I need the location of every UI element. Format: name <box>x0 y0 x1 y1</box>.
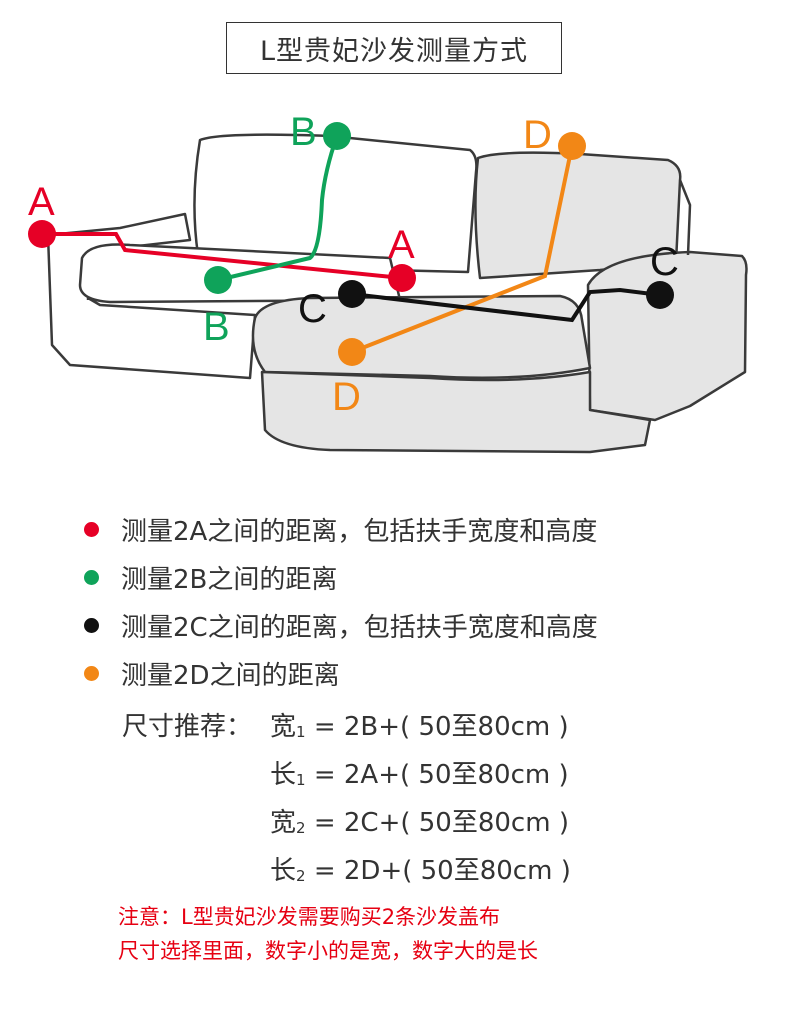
red-dot-icon <box>84 521 99 537</box>
size-row: 长1 = 2A+( 50至80cm ) <box>122 748 571 796</box>
orange-dot-icon <box>84 665 99 681</box>
sofa-chaise-back <box>474 151 682 280</box>
marker-b-top <box>323 122 351 150</box>
size-name: 宽 <box>270 807 297 838</box>
label-d-bottom: D <box>332 375 361 419</box>
measurement-legend: 测量2A之间的距离，包括扶手宽度和高度 测量2B之间的距离 测量2C之间的距离，… <box>84 505 598 697</box>
page-title: L型贵妃沙发测量方式 <box>226 22 562 74</box>
marker-c-right <box>646 281 674 309</box>
label-c-right: C <box>650 240 679 284</box>
sofa-measurement-illustration: A A B B C C D D <box>28 110 748 454</box>
size-label: 尺寸推荐： <box>122 711 253 742</box>
size-row: 长2 = 2D+( 50至80cm ) <box>122 844 571 892</box>
line-b <box>217 135 339 282</box>
size-sub: 2 <box>296 818 306 837</box>
green-dot-icon <box>84 569 99 585</box>
black-dot-icon <box>84 617 99 633</box>
label-b-bottom: B <box>203 305 230 349</box>
sofa-left-back-cushion <box>193 133 478 274</box>
marker-c-left <box>338 280 366 308</box>
line-c <box>351 287 661 323</box>
size-sub: 2 <box>296 866 306 885</box>
note: 注意：L型贵妃沙发需要购买2条沙发盖布 尺寸选择里面，数字小的是宽，数字大的是长 <box>118 900 538 968</box>
legend-text: 测量2C之间的距离，包括扶手宽度和高度 <box>121 612 598 643</box>
note-line-1: 注意：L型贵妃沙发需要购买2条沙发盖布 <box>118 905 501 929</box>
size-formula: = 2B+( 50至80cm ) <box>305 711 569 742</box>
marker-d-bottom <box>338 338 366 366</box>
size-row: 尺寸推荐： 宽1 = 2B+( 50至80cm ) <box>122 700 571 748</box>
legend-item-d: 测量2D之间的距离 <box>84 649 598 697</box>
marker-a-right <box>388 264 416 292</box>
legend-text: 测量2A之间的距离，包括扶手宽度和高度 <box>121 516 598 547</box>
size-recommendation: 尺寸推荐： 宽1 = 2B+( 50至80cm ) 长1 = 2A+( 50至8… <box>122 700 571 892</box>
label-a-left: A <box>28 180 55 224</box>
marker-d-top <box>558 132 586 160</box>
marker-a-left <box>28 220 56 248</box>
sofa-chaise-base <box>260 370 652 454</box>
line-a <box>42 232 403 280</box>
legend-text: 测量2B之间的距离 <box>121 564 338 595</box>
line-d <box>351 145 574 354</box>
size-sub: 1 <box>296 722 306 741</box>
label-a-right: A <box>388 223 415 267</box>
label-b-top: B <box>290 110 317 154</box>
size-name: 长 <box>270 759 297 790</box>
size-sub: 1 <box>296 770 306 789</box>
note-line-2: 尺寸选择里面，数字小的是宽，数字大的是长 <box>118 939 538 963</box>
size-formula: = 2A+( 50至80cm ) <box>305 759 569 790</box>
label-c-left: C <box>298 287 327 331</box>
size-row: 宽2 = 2C+( 50至80cm ) <box>122 796 571 844</box>
legend-text: 测量2D之间的距离 <box>121 660 340 691</box>
size-name: 长 <box>270 855 297 886</box>
sofa-right-arm <box>586 250 748 422</box>
sofa-chaise-seat <box>251 294 592 380</box>
size-formula: = 2C+( 50至80cm ) <box>305 807 569 838</box>
size-formula: = 2D+( 50至80cm ) <box>305 855 571 886</box>
legend-item-c: 测量2C之间的距离，包括扶手宽度和高度 <box>84 601 598 649</box>
legend-item-a: 测量2A之间的距离，包括扶手宽度和高度 <box>84 505 598 553</box>
size-name: 宽 <box>270 711 297 742</box>
legend-item-b: 测量2B之间的距离 <box>84 553 598 601</box>
label-d-top: D <box>523 113 552 157</box>
marker-b-bottom <box>204 266 232 294</box>
